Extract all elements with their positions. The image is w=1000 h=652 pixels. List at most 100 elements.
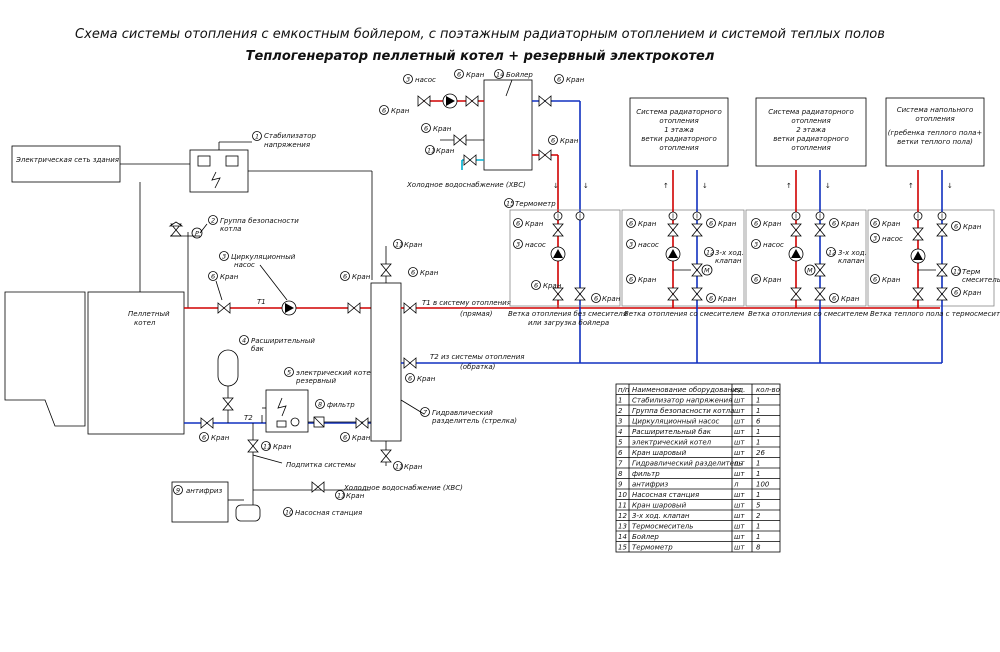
- table-cell: Кран шаровый: [632, 502, 687, 510]
- svg-text:Кран: Кран: [543, 282, 562, 290]
- svg-text:Холодное водоснабжение (ХВС): Холодное водоснабжение (ХВС): [406, 181, 526, 189]
- title-line-2: Теплогенератор пеллетный котел + резервн…: [246, 49, 715, 64]
- svg-text:12: 12: [828, 249, 836, 257]
- power-grid-label: Электрическая сеть здания: [15, 156, 119, 164]
- svg-text:↑: ↑: [786, 182, 792, 190]
- table-header-cell: п/п: [618, 386, 630, 394]
- svg-text:↑: ↑: [908, 182, 914, 190]
- svg-text:6: 6: [534, 282, 538, 290]
- hydraulic-separator: [370, 282, 402, 442]
- svg-text:Насосная станция: Насосная станция: [295, 509, 362, 517]
- svg-text:ветки теплого пола): ветки теплого пола): [897, 138, 973, 146]
- svg-text:электрический котел: электрический котел: [296, 369, 376, 377]
- svg-text:Система напольного: Система напольного: [897, 106, 974, 114]
- svg-text:Кран: Кран: [963, 289, 982, 297]
- svg-text:(прямая): (прямая): [460, 310, 493, 318]
- table-cell: электрический котел: [632, 439, 712, 447]
- table-cell: 1: [756, 397, 760, 405]
- table-cell: 1: [756, 407, 760, 415]
- electric-boiler: [265, 389, 309, 433]
- svg-text:3: 3: [516, 241, 520, 249]
- table-cell: 100: [756, 481, 770, 489]
- svg-text:отопления: отопления: [659, 144, 698, 152]
- title-line-1: Схема системы отопления с емкостным бойл…: [75, 27, 885, 42]
- table-cell: 11: [618, 502, 627, 510]
- svg-text:6: 6: [343, 273, 347, 281]
- svg-text:клапан: клапан: [715, 257, 742, 265]
- svg-text:7: 7: [423, 409, 428, 417]
- svg-text:6: 6: [709, 295, 713, 303]
- table-cell: 5: [618, 439, 623, 447]
- svg-text:6: 6: [873, 220, 877, 228]
- table-cell: шт: [734, 439, 745, 447]
- svg-text:Кран: Кран: [638, 276, 657, 284]
- svg-text:Кран: Кран: [963, 223, 982, 231]
- table-cell: Термометр: [632, 544, 673, 552]
- svg-text:6: 6: [832, 295, 836, 303]
- svg-text:↓: ↓: [553, 182, 559, 190]
- svg-text:Терм: Терм: [962, 268, 981, 276]
- svg-text:4: 4: [242, 337, 246, 345]
- svg-text:ветки радиаторного: ветки радиаторного: [641, 135, 717, 143]
- svg-text:котла: котла: [220, 225, 241, 233]
- table-cell: 12: [618, 512, 627, 520]
- svg-text:антифриз: антифриз: [186, 487, 222, 495]
- table-cell: шт: [734, 491, 745, 499]
- svg-text:насос: насос: [525, 241, 546, 249]
- svg-text:3: 3: [406, 76, 410, 84]
- svg-text:6: 6: [382, 107, 386, 115]
- table-cell: 9: [618, 481, 623, 489]
- svg-text:6: 6: [516, 220, 520, 228]
- svg-text:10: 10: [285, 509, 293, 517]
- table-cell: 15: [618, 544, 627, 552]
- svg-text:6: 6: [629, 220, 633, 228]
- svg-text:Кран: Кран: [718, 295, 737, 303]
- table-cell: Гидравлический разделитель: [632, 460, 743, 468]
- table-cell: Циркуляционный насос: [632, 418, 720, 426]
- table-cell: 13: [618, 523, 627, 531]
- svg-text:клапан: клапан: [838, 257, 865, 265]
- svg-text:Ветка отопления со смесителем: Ветка отопления со смесителем: [748, 310, 869, 318]
- svg-text:6: 6: [557, 76, 561, 84]
- table-cell: 8: [618, 470, 623, 478]
- table-cell: 8: [756, 544, 761, 552]
- svg-text:6: 6: [832, 220, 836, 228]
- svg-text:Кран: Кран: [841, 295, 860, 303]
- svg-text:Система радиаторного: Система радиаторного: [768, 108, 854, 116]
- svg-text:смеситель: смеситель: [962, 276, 1000, 284]
- table-cell: 3-х ход. клапан: [632, 512, 690, 520]
- table-cell: шт: [734, 512, 745, 520]
- svg-text:(гребенка теплого пола+: (гребенка теплого пола+: [888, 129, 983, 137]
- svg-text:3: 3: [629, 241, 633, 249]
- svg-text:Пеллетный: Пеллетный: [128, 310, 170, 318]
- branch-4-panel: [867, 209, 995, 307]
- svg-text:M: M: [704, 267, 710, 275]
- table-cell: 1: [756, 491, 760, 499]
- svg-text:11: 11: [395, 241, 403, 249]
- svg-text:отопления: отопления: [791, 117, 830, 125]
- table-cell: 1: [756, 428, 760, 436]
- svg-text:9: 9: [176, 487, 180, 495]
- svg-text:6: 6: [754, 220, 758, 228]
- svg-text:Расширительный: Расширительный: [251, 337, 315, 345]
- table-cell: 2: [756, 512, 761, 520]
- table-header-cell: Наименование оборудования: [632, 386, 741, 394]
- svg-text:отопления: отопления: [915, 115, 954, 123]
- svg-text:6: 6: [202, 434, 206, 442]
- svg-text:(обратка): (обратка): [460, 363, 496, 371]
- svg-text:6: 6: [594, 295, 598, 303]
- svg-text:Кран: Кран: [220, 273, 239, 281]
- svg-text:Бойлер: Бойлер: [506, 71, 533, 79]
- table-cell: Термосмеситель: [632, 523, 693, 531]
- lightning-icon: [211, 171, 221, 189]
- system-1-box: [629, 97, 729, 167]
- svg-text:Кран: Кран: [763, 276, 782, 284]
- svg-text:↓: ↓: [825, 182, 831, 190]
- svg-text:13: 13: [953, 268, 961, 276]
- svg-text:Группа безопасности: Группа безопасности: [220, 217, 299, 225]
- svg-text:3-х ход.: 3-х ход.: [838, 249, 867, 257]
- dhw-boiler: [483, 79, 533, 171]
- table-cell: Расширительный бак: [632, 428, 712, 436]
- svg-text:T2: T2: [244, 414, 253, 422]
- system-2-box: [755, 97, 867, 167]
